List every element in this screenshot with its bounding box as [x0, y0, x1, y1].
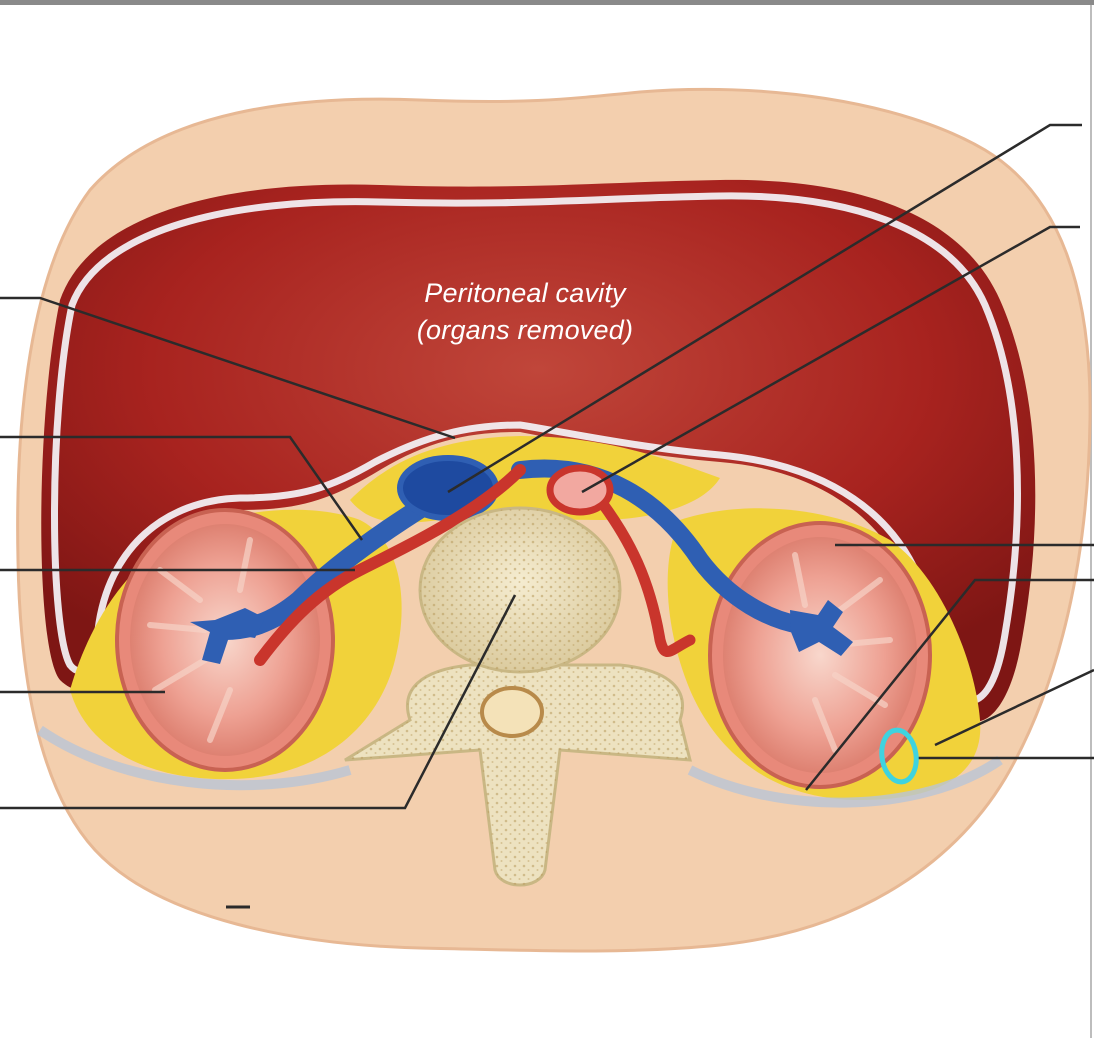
- right-kidney: [708, 521, 932, 789]
- right-renal-fascia: [687, 755, 1003, 808]
- left-renal-fascia: [37, 725, 352, 791]
- leader-lines: [0, 123, 1094, 810]
- left-renal-pelvis: [190, 608, 265, 664]
- leader-line-right-2: [581, 225, 1080, 494]
- top-frame-bar: [0, 0, 1094, 5]
- abdominal-aorta: [546, 464, 614, 516]
- leader-line-right-1: [447, 123, 1082, 494]
- vertebra: [344, 506, 692, 887]
- leader-line-left-2: [0, 435, 364, 541]
- leader-line-right-4: [805, 578, 1094, 791]
- caption-line-1: Peritoneal cavity: [424, 278, 627, 308]
- caption-line-2: (organs removed): [417, 315, 633, 345]
- abdominal-muscle: [41, 179, 1036, 722]
- right-renal-pelvis: [790, 600, 853, 656]
- spinal-cord: [480, 686, 544, 738]
- annotation-circle: [879, 727, 919, 785]
- leader-line-left-5: [0, 594, 517, 810]
- leader-line-right-5: [934, 668, 1094, 747]
- left-renal-artery: [254, 464, 526, 666]
- leader-line-left-1: [0, 296, 456, 440]
- right-renal-artery: [594, 494, 696, 657]
